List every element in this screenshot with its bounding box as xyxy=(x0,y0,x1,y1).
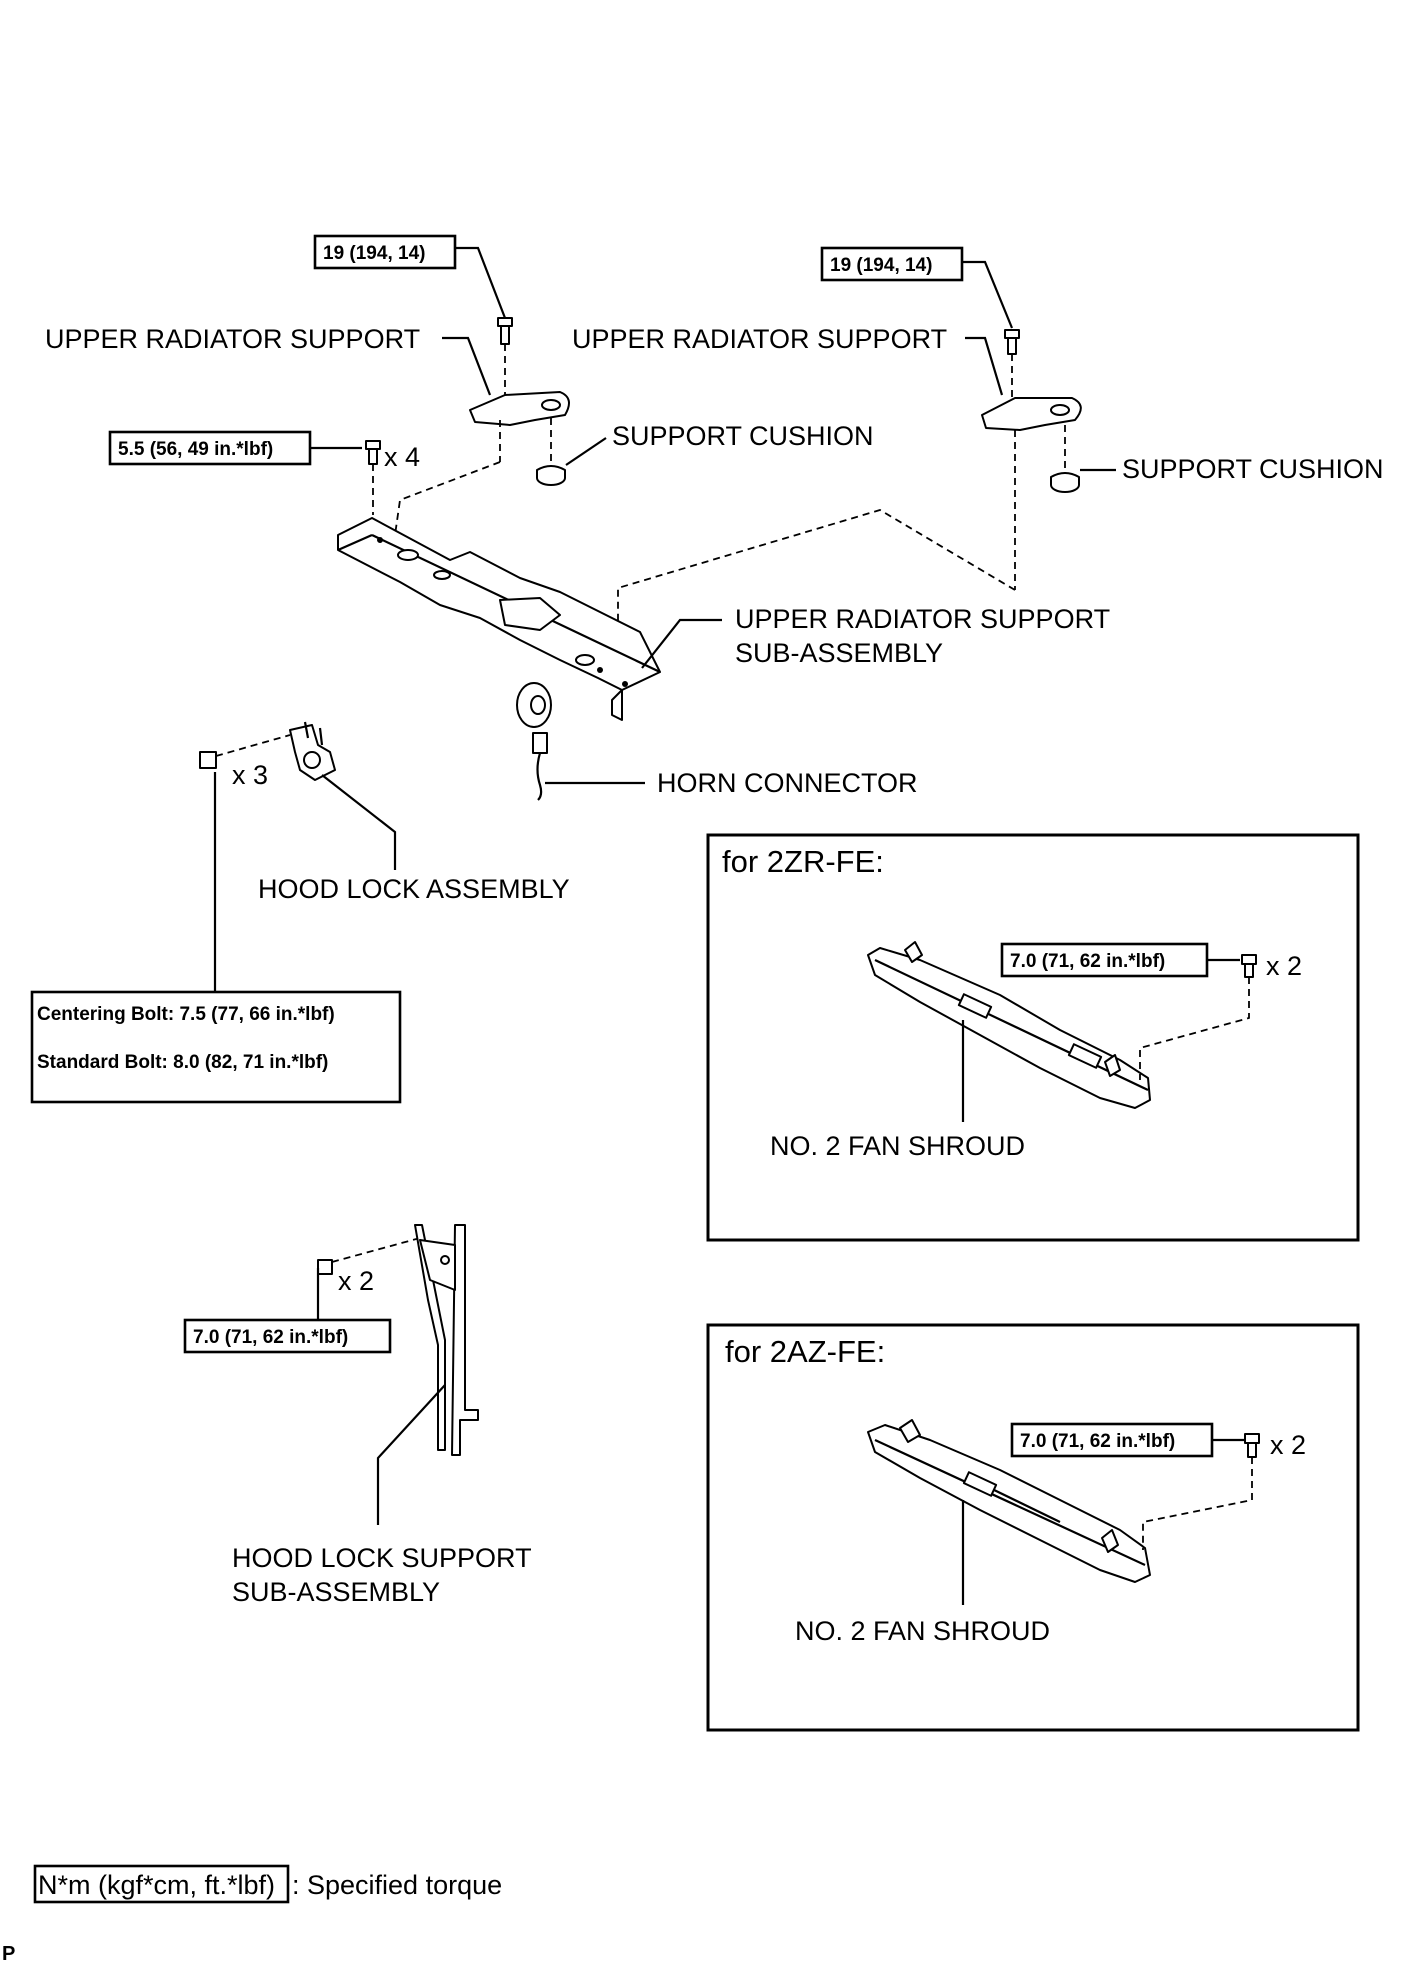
hood-lock-assembly-icon xyxy=(289,721,336,781)
upper-radiator-support-right-bracket xyxy=(981,397,1082,431)
fan-shroud-2az-bolt-icon xyxy=(1142,1433,1260,1550)
svg-text:SUB-ASSEMBLY: SUB-ASSEMBLY xyxy=(232,1577,440,1607)
legend-meaning: : Specified torque xyxy=(292,1870,502,1900)
svg-text:SUPPORT CUSHION: SUPPORT CUSHION xyxy=(1122,454,1384,484)
support-bolt-icon xyxy=(365,440,381,515)
upper-radiator-support-left-bracket xyxy=(469,391,570,426)
svg-text:7.0 (71, 62 in.*lbf): 7.0 (71, 62 in.*lbf) xyxy=(1020,1431,1175,1452)
variant-box-2az-fe: for 2AZ-FE: xyxy=(706,1323,1360,1732)
fan-shroud-2zr-bolts-quantity: x 2 xyxy=(1266,951,1302,981)
fan-shroud-2az-bolts-quantity: x 2 xyxy=(1270,1430,1306,1460)
support-cushion-left-icon xyxy=(536,418,566,486)
support-bolts-torque-callout: 5.5 (56, 49 in.*lbf) xyxy=(108,430,362,466)
fan-shroud-2az-torque-callout: 7.0 (71, 62 in.*lbf) xyxy=(1010,1422,1244,1458)
svg-text:SUB-ASSEMBLY: SUB-ASSEMBLY xyxy=(735,638,943,668)
hood-lock-assembly-label: HOOD LOCK ASSEMBLY xyxy=(258,774,570,904)
svg-text:HOOD LOCK SUPPORT: HOOD LOCK SUPPORT xyxy=(232,1543,532,1573)
upper-support-right-torque-callout: 19 (194, 14) xyxy=(820,246,1014,329)
svg-text:HORN CONNECTOR: HORN CONNECTOR xyxy=(657,768,918,798)
svg-text:SUPPORT CUSHION: SUPPORT CUSHION xyxy=(612,421,874,451)
support-cushion-right-icon xyxy=(1050,425,1080,493)
fan-shroud-2zr-icon xyxy=(867,941,1151,1109)
upper-support-right-dash-to-base xyxy=(617,509,1016,650)
upper-support-left-label: UPPER RADIATOR SUPPORT xyxy=(45,324,492,396)
upper-radiator-support-sub-assembly xyxy=(337,517,661,721)
support-cushion-left-label: SUPPORT CUSHION xyxy=(565,421,874,466)
upper-support-right-label: UPPER RADIATOR SUPPORT xyxy=(572,324,1004,396)
hood-lock-bolt-icon xyxy=(199,734,291,769)
support-cushion-right-label: SUPPORT CUSHION xyxy=(1080,454,1384,484)
svg-text:19 (194, 14): 19 (194, 14) xyxy=(830,255,932,276)
horn-connector-icon xyxy=(532,732,548,801)
fan-shroud-2zr-bolt-icon xyxy=(1139,954,1257,1080)
svg-text:5.5 (56, 49 in.*lbf): 5.5 (56, 49 in.*lbf) xyxy=(118,439,273,460)
fan-shroud-2zr-label: NO. 2 FAN SHROUD xyxy=(770,1020,1025,1161)
corner-mark: P xyxy=(2,1943,15,1963)
svg-text:Centering Bolt: 7.5 (77, 66 in: Centering Bolt: 7.5 (77, 66 in.*lbf) xyxy=(37,1004,335,1025)
svg-text:NO. 2 FAN SHROUD: NO. 2 FAN SHROUD xyxy=(770,1131,1025,1161)
svg-text:for 2ZR-FE:: for 2ZR-FE: xyxy=(722,844,884,879)
variant-box-2zr-fe: for 2ZR-FE: xyxy=(706,833,1360,1242)
hood-lock-support-torque-callout: 7.0 (71, 62 in.*lbf) xyxy=(183,1268,392,1354)
svg-text:UPPER RADIATOR SUPPORT: UPPER RADIATOR SUPPORT xyxy=(735,604,1110,634)
legend-unit: N*m (kgf*cm, ft.*lbf) xyxy=(38,1870,275,1900)
svg-text:for 2AZ-FE:: for 2AZ-FE: xyxy=(725,1334,885,1369)
svg-text:19 (194, 14): 19 (194, 14) xyxy=(323,243,425,264)
svg-text:Standard Bolt: 8.0 (82, 71 in.: Standard Bolt: 8.0 (82, 71 in.*lbf) xyxy=(37,1052,328,1073)
svg-text:7.0 (71, 62 in.*lbf): 7.0 (71, 62 in.*lbf) xyxy=(1010,951,1165,972)
svg-text:UPPER RADIATOR SUPPORT: UPPER RADIATOR SUPPORT xyxy=(45,324,420,354)
hood-lock-support-label: HOOD LOCK SUPPORT SUB-ASSEMBLY xyxy=(232,1384,532,1607)
upper-support-sub-assembly-label: UPPER RADIATOR SUPPORT SUB-ASSEMBLY xyxy=(641,604,1110,669)
support-bolts-quantity: x 4 xyxy=(384,442,420,472)
upper-support-left-torque-callout: 19 (194, 14) xyxy=(313,234,507,319)
svg-text:7.0 (71, 62 in.*lbf): 7.0 (71, 62 in.*lbf) xyxy=(193,1327,348,1348)
hood-lock-bolts-quantity: x 3 xyxy=(232,760,268,790)
hood-lock-support-bolt-icon xyxy=(317,1237,421,1275)
fan-shroud-2az-label: NO. 2 FAN SHROUD xyxy=(795,1500,1050,1646)
svg-text:NO. 2 FAN SHROUD: NO. 2 FAN SHROUD xyxy=(795,1616,1050,1646)
hood-lock-support-sub-assembly xyxy=(414,1224,479,1456)
upper-support-left-bolt-icon xyxy=(497,317,513,395)
upper-support-right-bolt-icon xyxy=(1004,329,1020,400)
upper-support-left-dash-to-base xyxy=(394,461,501,536)
hood-lock-torque-callout: Centering Bolt: 7.5 (77, 66 in.*lbf) Sta… xyxy=(30,990,402,1104)
hood-lock-support-bolts-quantity: x 2 xyxy=(338,1266,374,1296)
svg-text:UPPER RADIATOR SUPPORT: UPPER RADIATOR SUPPORT xyxy=(572,324,947,354)
svg-text:HOOD LOCK ASSEMBLY: HOOD LOCK ASSEMBLY xyxy=(258,874,570,904)
fan-shroud-2zr-torque-callout: 7.0 (71, 62 in.*lbf) xyxy=(1000,942,1240,978)
horn-icon xyxy=(516,682,552,728)
legend: N*m (kgf*cm, ft.*lbf) : Specified torque xyxy=(33,1864,502,1904)
fan-shroud-2az-icon xyxy=(867,1419,1151,1583)
horn-connector-label: HORN CONNECTOR xyxy=(545,768,918,798)
